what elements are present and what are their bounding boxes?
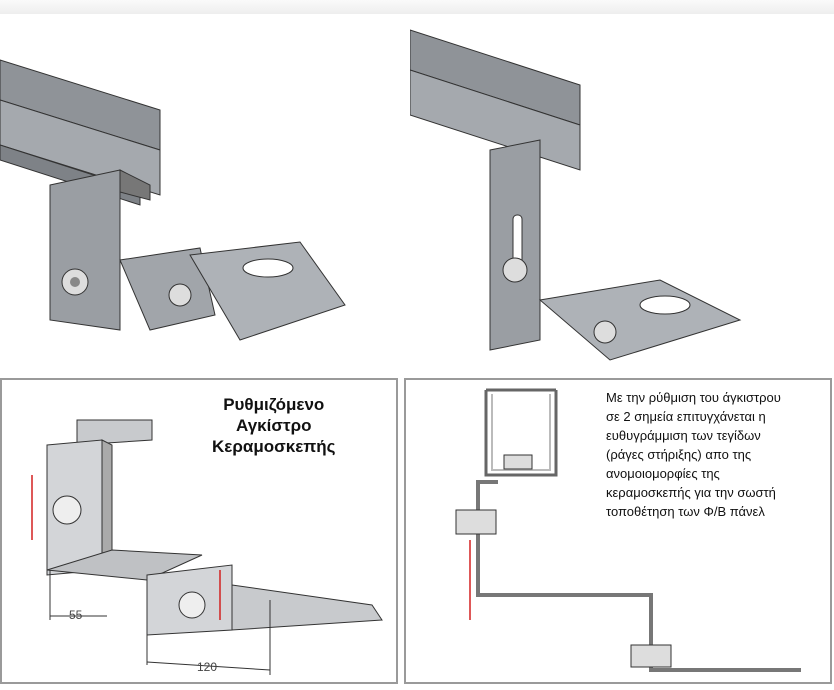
description-line: τοποθέτηση των Φ/Β πάνελ bbox=[606, 504, 765, 519]
cropped-caption-strip bbox=[0, 0, 834, 14]
hook-render-low-position bbox=[0, 20, 410, 370]
description-line: σε 2 σημεία επιτυγχάνεται η bbox=[606, 409, 766, 424]
adjustment-description: Με την ρύθμιση του άγκιστρου σε 2 σημεία… bbox=[606, 388, 834, 521]
dimension-55: 55 bbox=[69, 608, 83, 622]
description-line: Με την ρύθμιση του άγκιστρου bbox=[606, 390, 781, 405]
hook-render-high-position bbox=[410, 20, 834, 370]
title-line: Αγκίστρο bbox=[236, 416, 312, 435]
description-line: ευθυγράμμιση των τεγίδων bbox=[606, 428, 761, 443]
adjustable-hook-diagram: Ρυθμιζόμενο Αγκίστρο Κεραμοσκεπής 55 120 bbox=[0, 378, 398, 684]
dimension-120: 120 bbox=[197, 660, 218, 674]
description-line: κεραμοσκεπής για την σωστή bbox=[606, 485, 776, 500]
description-line: (ράγες στήριξης) απο της bbox=[606, 447, 752, 462]
hook-title: Ρυθμιζόμενο Αγκίστρο Κεραμοσκεπής bbox=[212, 394, 336, 457]
description-line: ανομοιομορφίες της bbox=[606, 466, 720, 481]
title-line: Κεραμοσκεπής bbox=[212, 437, 336, 456]
hook-side-view-diagram: Με την ρύθμιση του άγκιστρου σε 2 σημεία… bbox=[404, 378, 832, 684]
title-line: Ρυθμιζόμενο bbox=[223, 395, 325, 414]
